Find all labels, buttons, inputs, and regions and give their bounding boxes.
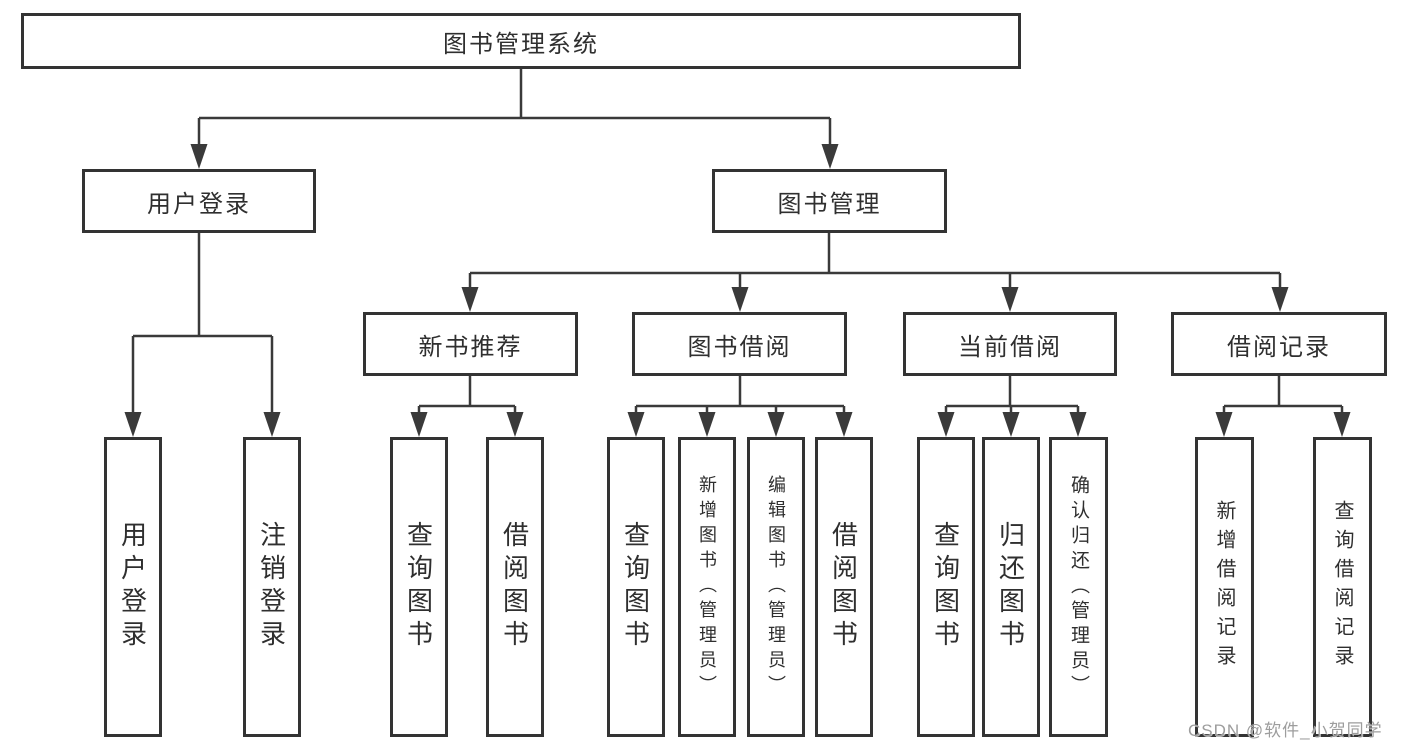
node-library-system: 图书管理系统: [21, 13, 1021, 69]
arrowhead-icon: [124, 412, 142, 437]
node-label: 图书管理系统: [443, 30, 599, 58]
watermark: CSDN @软件_小贺同学: [1188, 721, 1383, 740]
leaf-edit-books-admin: 编辑图书（管理员）: [747, 437, 805, 737]
node-label: 用户登录: [147, 190, 251, 218]
node-label: 注销登录: [256, 521, 287, 653]
connector-user-login-to-leaves: [124, 233, 281, 437]
leaf-confirm-return-admin: 确认归还（管理员）: [1049, 437, 1108, 737]
node-book-borrowing: 图书借阅: [632, 312, 847, 376]
arrowhead-icon: [190, 144, 208, 169]
node-label: 图书借阅: [687, 333, 792, 361]
node-label: 借阅记录: [1227, 333, 1331, 361]
node-label: 用户登录: [117, 521, 148, 653]
arrowhead-icon: [731, 287, 749, 312]
node-current-borrowing: 当前借阅: [903, 312, 1117, 376]
node-label: 查询图书: [930, 521, 961, 653]
connector-new-book-rec-to-leaves: [410, 376, 524, 437]
node-book-management: 图书管理: [712, 169, 947, 233]
arrowhead-icon: [1002, 412, 1020, 437]
node-label: 归还图书: [995, 521, 1026, 653]
connector-root-to-level2: [190, 69, 839, 169]
leaf-query-books-current: 查询图书: [917, 437, 975, 737]
connector-book-borrow-to-leaves: [627, 376, 853, 437]
leaf-borrow-books-recommend: 借阅图书: [486, 437, 544, 737]
arrowhead-icon: [698, 412, 716, 437]
connector-current-borrow-to-leaves: [937, 376, 1087, 437]
leaf-query-books-borrowing: 查询图书: [607, 437, 665, 737]
leaf-query-borrow-record: 查询借阅记录: [1313, 437, 1372, 737]
node-label: 新书推荐: [418, 333, 523, 361]
arrowhead-icon: [767, 412, 785, 437]
arrowhead-icon: [1215, 412, 1233, 437]
connector-book-mgmt-to-level3: [461, 233, 1289, 312]
leaf-query-books-recommend: 查询图书: [390, 437, 448, 737]
arrowhead-icon: [937, 412, 955, 437]
connector-borrow-records-to-leaves: [1215, 376, 1351, 437]
leaf-user-login: 用户登录: [104, 437, 162, 737]
arrowhead-icon: [1069, 412, 1087, 437]
node-label: 编辑图书（管理员）: [766, 474, 786, 700]
leaf-return-books: 归还图书: [982, 437, 1040, 737]
arrowhead-icon: [627, 412, 645, 437]
node-new-book-recommend: 新书推荐: [363, 312, 578, 376]
arrowhead-icon: [1001, 287, 1019, 312]
node-label: 借阅图书: [499, 521, 530, 653]
node-user-login: 用户登录: [82, 169, 316, 233]
node-label: 借阅图书: [828, 521, 859, 653]
arrowhead-icon: [1333, 412, 1351, 437]
node-label: 新增借阅记录: [1213, 500, 1235, 674]
arrowhead-icon: [821, 144, 839, 169]
arrowhead-icon: [410, 412, 428, 437]
node-borrowing-records: 借阅记录: [1171, 312, 1387, 376]
arrowhead-icon: [1271, 287, 1289, 312]
leaf-add-borrow-record: 新增借阅记录: [1195, 437, 1254, 737]
leaf-borrow-books-borrowing: 借阅图书: [815, 437, 873, 737]
node-label: 新增图书（管理员）: [697, 474, 717, 700]
node-label: 确认归还（管理员）: [1068, 474, 1089, 700]
arrowhead-icon: [461, 287, 479, 312]
node-label: 查询图书: [620, 521, 651, 653]
arrowhead-icon: [506, 412, 524, 437]
node-label: 查询借阅记录: [1331, 500, 1353, 674]
node-label: 当前借阅: [958, 333, 1062, 361]
node-label: 图书管理: [777, 190, 882, 218]
leaf-add-books-admin: 新增图书（管理员）: [678, 437, 736, 737]
arrowhead-icon: [263, 412, 281, 437]
leaf-logout: 注销登录: [243, 437, 301, 737]
node-label: 查询图书: [403, 521, 434, 653]
arrowhead-icon: [835, 412, 853, 437]
